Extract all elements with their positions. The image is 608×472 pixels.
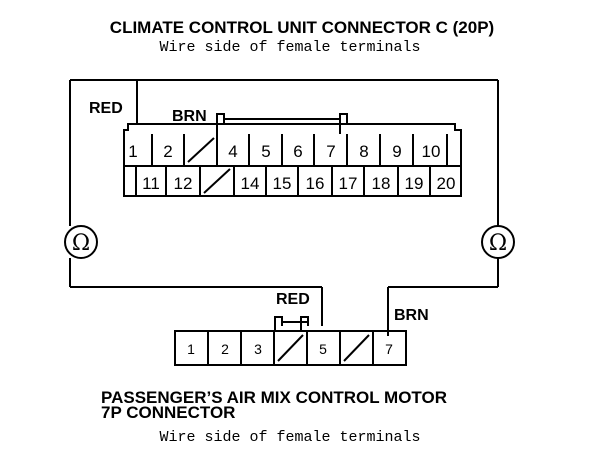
bottom-red-jumper [274,316,309,331]
pin-label: 5 [261,142,270,161]
top-connector-title: CLIMATE CONTROL UNIT CONNECTOR C (20P) [110,18,494,37]
pin-label: 1 [187,341,195,357]
bottom-connector-title-line2: 7P CONNECTOR [101,403,235,422]
bottom-wire-brn-label: BRN [394,307,429,324]
pin-label: 2 [221,341,229,357]
right-ohmmeter: Ω [481,225,515,259]
pin-label: 14 [241,174,260,193]
top-wire-red-label: RED [89,100,123,117]
pin-label: 8 [359,142,368,161]
bottom-connector-body [174,330,407,366]
bottom-wire-red-label: RED [276,291,310,308]
top-brn-jumper [216,113,348,134]
pin-label: 11 [142,174,160,193]
ohm-icon: Ω [72,231,90,256]
pin-label: 3 [254,341,262,357]
pin-label: 7 [326,142,335,161]
bottom-connector-title-line1: PASSENGER’S AIR MIX CONTROL MOTOR [101,388,447,407]
ohm-icon: Ω [489,231,507,256]
top-connector-body [123,123,462,197]
pin-label: 7 [385,341,393,357]
top-wire-brn-label: BRN [172,108,207,125]
bottom-connector-pins: 1 2 3 5 7 [187,341,393,357]
left-ohmmeter: Ω [64,225,98,259]
pin-label: 20 [437,174,456,193]
bottom-connector-subtitle: Wire side of female terminals [159,429,420,446]
pin-label: 15 [273,174,292,193]
pin-label: 9 [392,142,401,161]
pin-label: 1 [128,142,137,161]
pin-label: 16 [306,174,325,193]
outer-wire-loop [69,79,499,336]
pin-label: 18 [372,174,391,193]
pin-label: 19 [405,174,424,193]
pin-label: 5 [319,341,327,357]
pin-label: 12 [174,174,193,193]
pin-label: 17 [339,174,358,193]
pin-label: 10 [422,142,441,161]
pin-label: 2 [163,142,172,161]
pin-label: 6 [293,142,302,161]
top-connector-row1: 1 2 4 5 6 7 8 9 10 [128,142,440,161]
top-connector-row2: 11 12 14 15 16 17 18 19 20 [142,174,455,193]
top-connector-subtitle: Wire side of female terminals [159,39,420,56]
pin-label: 4 [228,142,237,161]
